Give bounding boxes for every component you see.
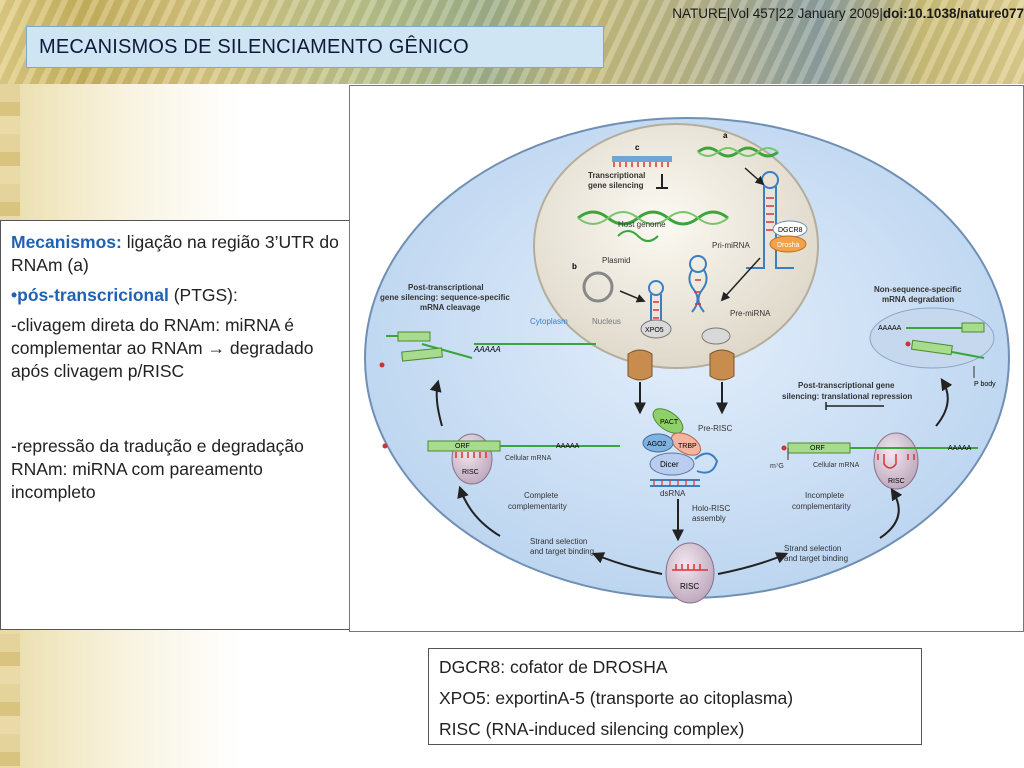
orf-label: ORF [810,445,825,452]
strand-selection-label: and target binding [784,554,848,563]
host-genome-dna [577,210,729,226]
cellular-mrna-label: Cellular mRNA [813,462,860,469]
strand-selection-label: Strand selection [784,544,841,553]
pre-mirna-hairpin-left [648,280,664,324]
incomplete-complementarity-label: complementarity [792,502,851,511]
p-body-label: P body [974,381,996,388]
drosha-label: Drosha [777,242,800,249]
cleaved-mrna [379,331,596,368]
pre-mirna-label: Pre-miRNA [730,309,771,318]
p-body [869,307,995,369]
holo-risc-label: assembly [692,514,726,523]
legend-risc: RISC (RNA-induced silencing complex) [439,719,745,739]
pact-label: PACT [660,419,679,426]
ptgs-paragraph: •pós-transcricional (PTGS): [11,285,238,305]
dsrna-label: dsRNA [660,489,686,498]
risc-right-complex [781,432,978,490]
m7g-label: m⁷G [770,463,784,470]
strand-selection-label: and target binding [530,547,594,556]
transcriptional-label: Transcriptional [588,171,645,180]
polya-label: AAAAA [556,443,580,450]
mechanisms-paragraph: Mecanismos: ligação na região 3’UTR do R… [11,232,339,275]
nucleus [533,123,819,369]
mechanisms-text-panel: Mecanismos: ligação na região 3’UTR do R… [0,220,350,630]
ptgs-left-label: mRNA cleavage [420,303,481,312]
risc-label: RISC [462,469,479,476]
strand-selection-label: Strand selection [530,537,587,546]
plasmid-label: Plasmid [602,256,630,265]
host-genome-label: Host genome [618,220,666,229]
complete-complementarity-label: Complete [524,491,559,500]
pre-mirna-hairpin-right [688,255,708,313]
label-c: c [635,143,640,152]
dgcr8-label: DGCR8 [778,227,803,234]
repression-paragraph: -repressão da tradução e degradação RNAm… [11,436,304,502]
mirna-pathway-diagram: c Transcriptional gene silencing Host ge… [349,85,1024,632]
plasmid-icon [582,271,614,303]
non-sequence-specific-label: Non-sequence-specific [874,285,962,294]
legend-xpo5: XPO5: exportinA-5 (transporte ao citopla… [439,688,794,708]
risc-label: RISC [680,582,699,591]
orf-label: ORF [455,443,470,450]
citation: NATURE|Vol 457|22 January 2009|doi:10.10… [672,6,1024,21]
cleavage-paragraph: -clivagem direta do RNAm: miRNA é comple… [11,315,314,381]
risc-label: RISC [888,478,905,485]
nuclear-pore-left [627,349,653,381]
nuclear-pore-right [709,349,735,381]
transcriptional-label: gene silencing [588,181,644,190]
cytoplasm-label: Cytoplasm [530,317,568,326]
page-title: MECANISMOS DE SILENCIAMENTO GÊNICO [39,35,469,58]
dicer-label: Dicer [660,460,679,469]
nucleus-label: Nucleus [592,317,621,326]
label-a: a [723,131,728,140]
abbreviations-legend: DGCR8: cofator de DROSHA XPO5: exportinA… [428,648,922,745]
legend-dgcr8: DGCR8: cofator de DROSHA [439,657,668,677]
holo-risc-label: Holo-RISC [692,504,730,513]
ptgs-left-label: gene silencing: sequence-specific [380,293,510,302]
polya-label: AAAAA [473,345,501,354]
cellular-mrna-label: Cellular mRNA [505,455,552,462]
non-sequence-specific-label: mRNA degradation [882,295,954,304]
ptgs-right-label: silencing: translational repression [782,392,912,401]
ptgs-left-label: Post-transcriptional [408,283,484,292]
repression-bar-icon [825,402,884,410]
complete-complementarity-label: complementarity [508,502,567,511]
risc-left-complex [382,433,620,485]
pri-mirna-label: Pri-miRNA [712,241,750,250]
pre-risc-label: Pre-RISC [698,424,732,433]
pre-risc-complex [642,408,719,487]
risc-central [665,542,715,604]
transcript-bar [612,156,672,167]
diagram-svg: c Transcriptional gene silencing Host ge… [364,117,1010,604]
ago2-label: AGO2 [647,441,667,448]
ptgs-right-label: Post-transcriptional gene [798,381,895,390]
label-b: b [572,262,577,271]
incomplete-complementarity-label: Incomplete [805,491,845,500]
right-arrow-icon: → [207,338,225,358]
polya-label: AAAAA [878,325,902,332]
title-box: MECANISMOS DE SILENCIAMENTO GÊNICO [26,26,604,68]
inhibition-icon [656,174,668,189]
trbp-label: TRBP [678,443,697,450]
xpo5-label: XPO5 [645,327,664,334]
polya-label: AAAAA [948,445,972,452]
